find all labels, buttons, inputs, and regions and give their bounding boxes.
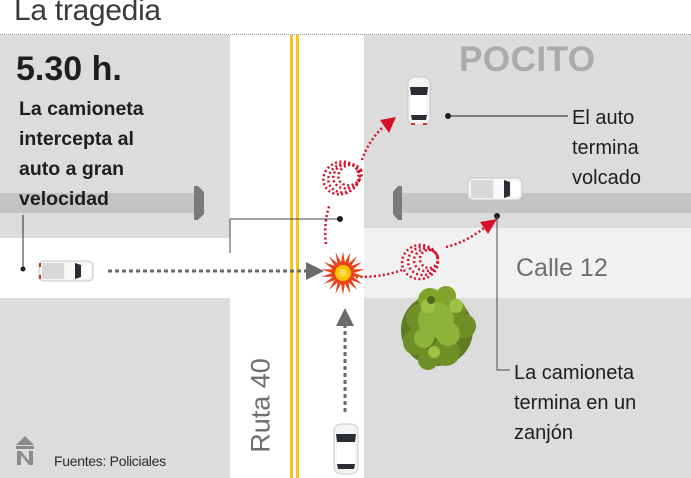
annotation-line: termina en un <box>514 392 637 414</box>
annotation-line: zanjón <box>514 422 573 444</box>
truck-start-icon <box>38 260 94 282</box>
annotation-line: volcado <box>572 167 641 189</box>
leader-dot-truck-start <box>20 266 26 272</box>
title-divider <box>0 34 691 35</box>
truck-approach-arrowhead <box>306 262 324 280</box>
description-line: intercepta al <box>19 128 134 150</box>
leader-dot-collision <box>337 216 343 222</box>
north-arrow-icon <box>16 436 34 465</box>
street-calle-12 <box>364 228 691 298</box>
description-line: auto a gran <box>19 158 125 180</box>
place-label: POCITO <box>459 40 596 79</box>
event-description: La camioneta intercepta al auto a gran v… <box>19 94 144 214</box>
annotation-line: El auto <box>572 107 635 129</box>
source-credit: Fuentes: Policiales <box>54 453 166 469</box>
route-label: Ruta 40 <box>245 358 276 453</box>
annotation-line: termina <box>572 137 639 159</box>
truck-trajectory <box>355 227 485 281</box>
car-outcome-annotation: El auto termina volcado <box>572 103 641 193</box>
median-west <box>0 186 204 220</box>
description-line: La camioneta <box>19 98 144 120</box>
car-start-icon <box>333 423 359 475</box>
car-approach-arrowhead <box>336 308 354 326</box>
center-line-right <box>296 35 299 478</box>
event-time: 5.30 h. <box>16 50 122 88</box>
block-southwest <box>0 298 230 478</box>
leader-line-collision <box>229 218 340 253</box>
annotation-line: La camioneta <box>514 362 635 384</box>
truck-end-icon <box>467 177 523 201</box>
description-line: velocidad <box>19 188 109 210</box>
center-line-left <box>290 35 293 478</box>
leader-line-truck-end <box>496 216 510 371</box>
street-label: Calle 12 <box>516 254 608 282</box>
tree-icon <box>401 286 476 370</box>
car-trajectory-arrowhead <box>380 117 396 133</box>
page-title: La tragedia <box>14 0 161 27</box>
explosion-icon <box>321 251 365 295</box>
truck-trajectory-arrowhead <box>480 219 497 234</box>
truck-outcome-annotation: La camioneta termina en un zanjón <box>514 358 636 448</box>
car-end-icon <box>407 76 431 126</box>
accident-scene-map <box>0 35 691 478</box>
car-trajectory <box>322 127 383 245</box>
